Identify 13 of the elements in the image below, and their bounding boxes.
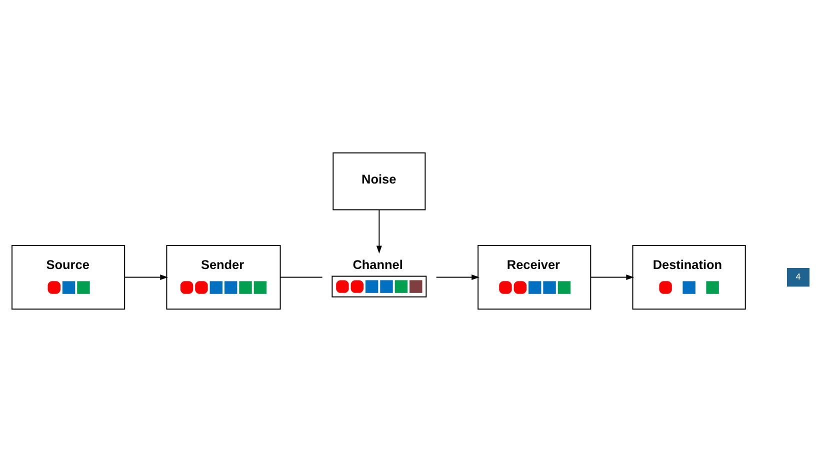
node-box — [332, 275, 427, 297]
node-box: Sender — [166, 244, 281, 310]
arrow — [436, 274, 480, 280]
node-box: Receiver — [478, 244, 592, 310]
arrow — [376, 208, 382, 254]
arrow — [124, 274, 168, 280]
label: 4 — [796, 270, 801, 281]
node-box: Noise — [332, 152, 426, 210]
node-label: Channel — [352, 256, 403, 272]
node-box: Destination — [632, 244, 746, 310]
connector — [280, 276, 323, 278]
node-box: Source — [12, 244, 126, 310]
arrow — [590, 274, 634, 280]
